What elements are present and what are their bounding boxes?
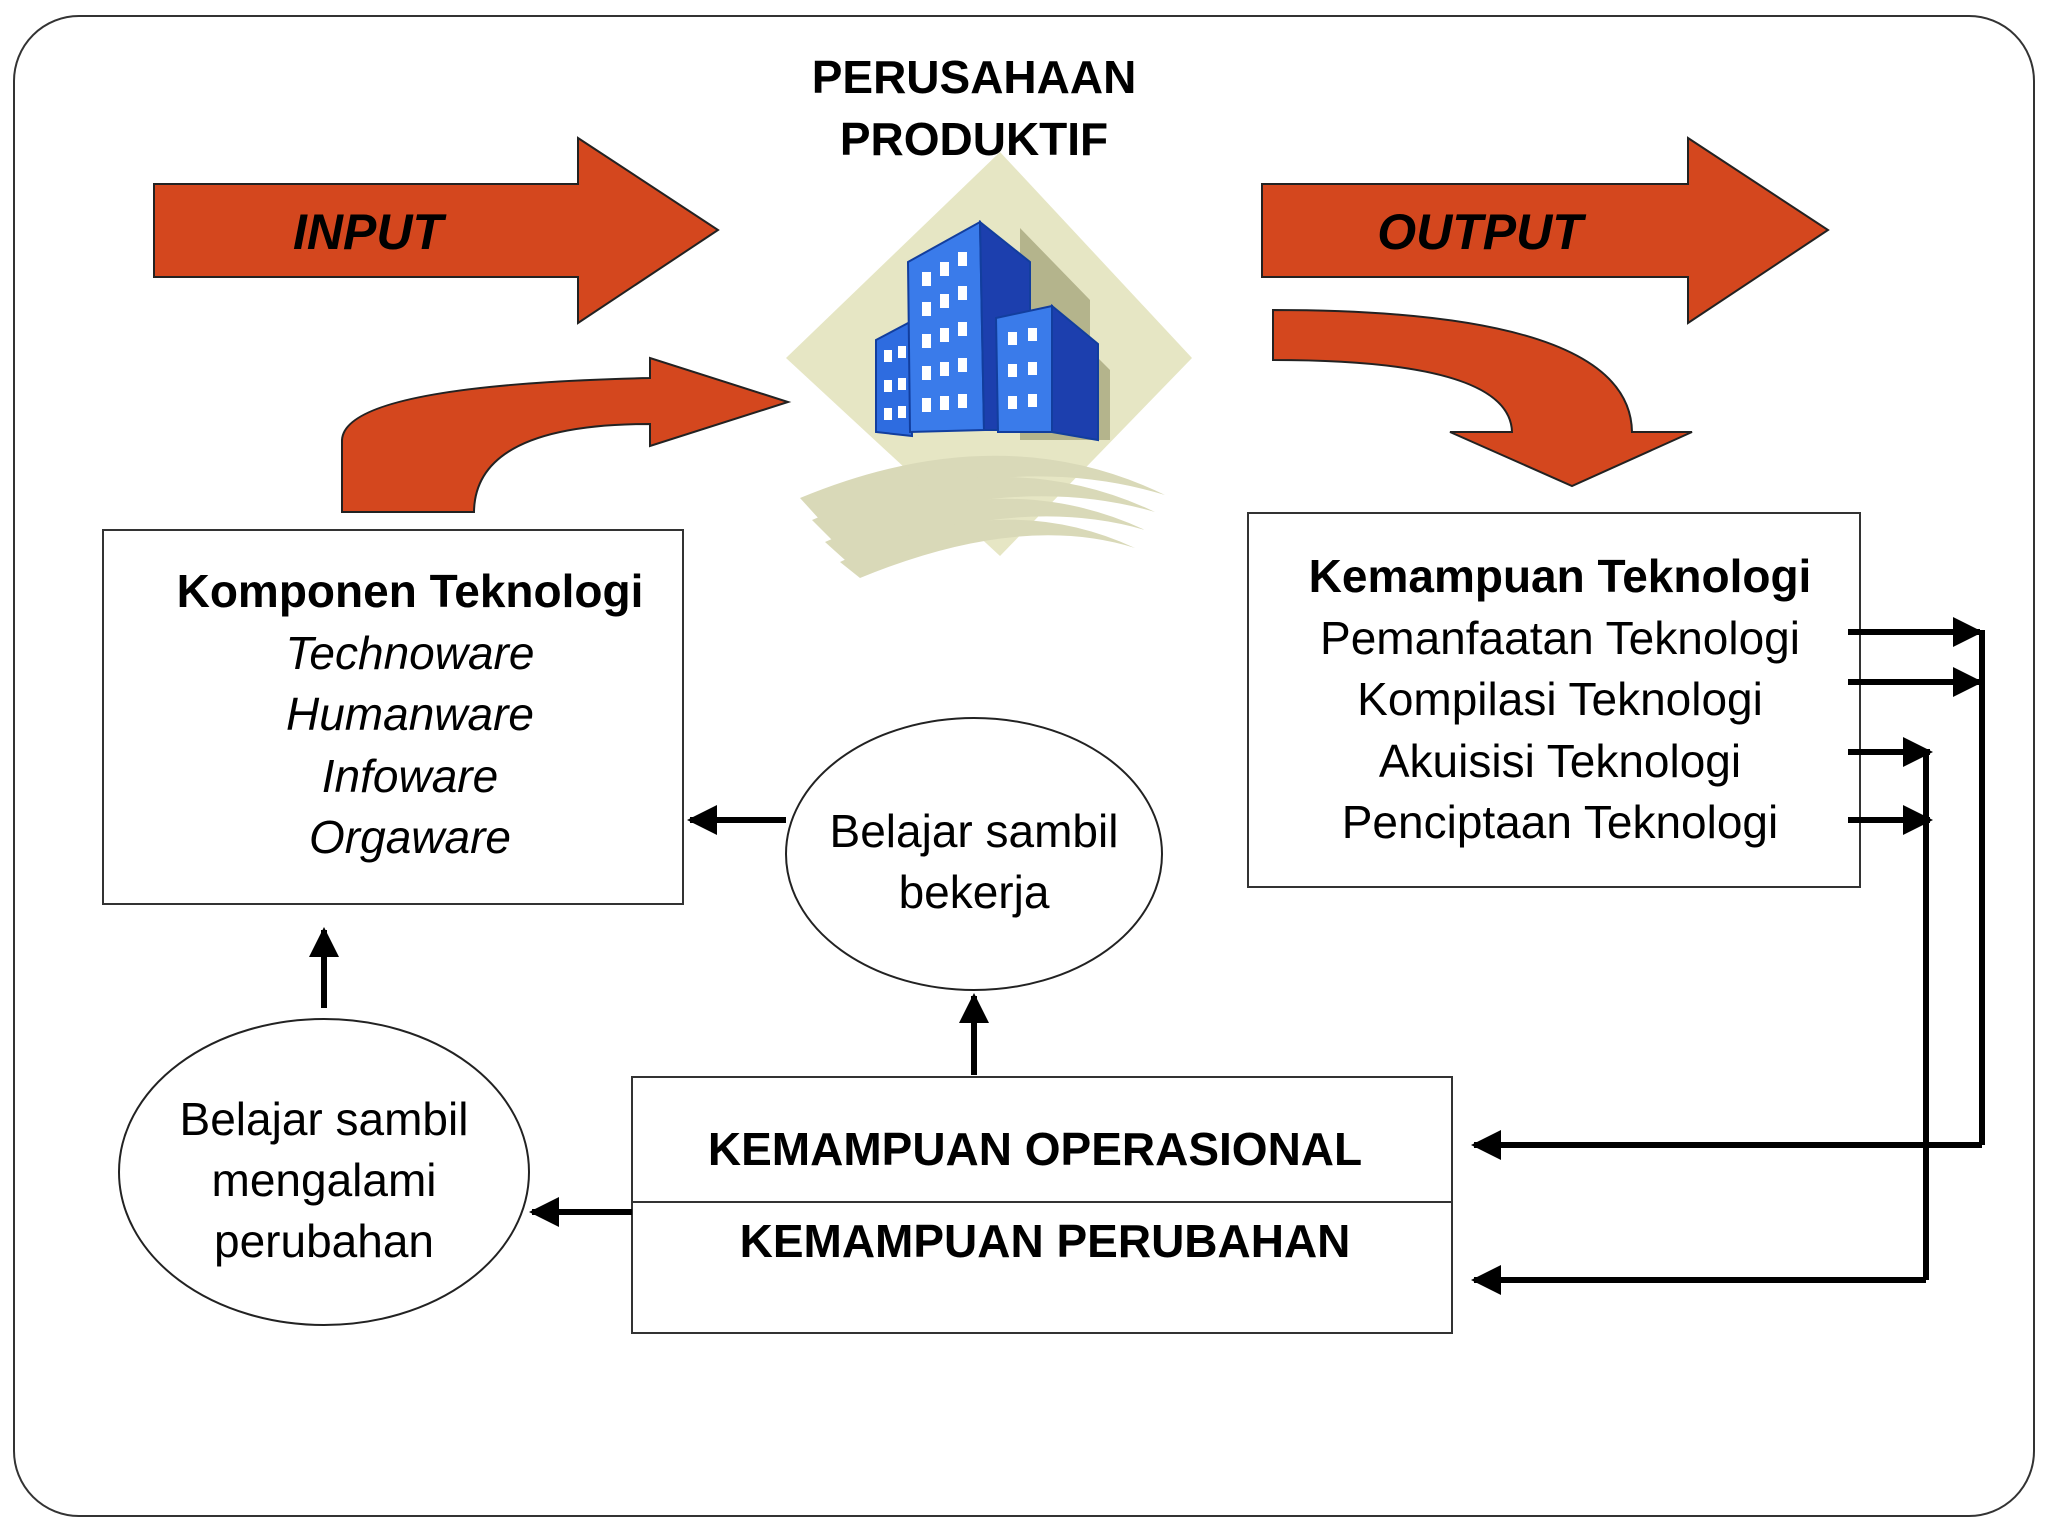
ellipse-perubahan-line2: mengalami	[211, 1154, 437, 1206]
komponen-item-infoware: Infoware	[321, 750, 499, 802]
ellipse-bekerja-line1: Belajar sambil	[829, 805, 1119, 857]
ellipse-perubahan-line3: perubahan	[214, 1215, 434, 1267]
kt-item-akuisisi: Akuisisi Teknologi	[1378, 735, 1742, 787]
komponen-item-humanware: Humanware	[286, 688, 534, 740]
kemampuan-teknologi-box	[1247, 512, 1861, 888]
curved-arrow-up-right	[341, 356, 792, 513]
output-arrow-shape	[1261, 136, 1830, 325]
komponen-title: Komponen Teknologi	[176, 565, 644, 617]
kt-item-kompilasi: Kompilasi Teknologi	[1357, 673, 1763, 725]
komponen-box	[102, 529, 684, 905]
kemampuan-operasional-label: KEMAMPUAN OPERASIONAL	[707, 1123, 1363, 1175]
kemampuan-perubahan-label: KEMAMPUAN PERUBAHAN	[739, 1215, 1351, 1267]
komponen-item-orgaware: Orgaware	[309, 811, 511, 863]
input-label: INPUT	[293, 204, 443, 260]
komponen-item-technoware: Technoware	[285, 627, 535, 679]
building-icon	[786, 152, 1192, 578]
kt-item-penciptaan: Penciptaan Teknologi	[1341, 796, 1779, 848]
operasional-box	[631, 1076, 1453, 1334]
company-title-line1: PERUSAHAAN	[811, 51, 1137, 103]
company-title-line2: PRODUKTIF	[839, 113, 1109, 165]
output-label: OUTPUT	[1377, 204, 1583, 260]
input-arrow-shape	[153, 136, 720, 325]
ellipse-perubahan-line1: Belajar sambil	[179, 1093, 469, 1145]
curved-arrow-down	[1272, 308, 1693, 488]
kemampuan-teknologi-title: Kemampuan Teknologi	[1308, 550, 1812, 602]
ellipse-bekerja-line2: bekerja	[898, 866, 1050, 918]
ellipse-belajar-bekerja	[785, 717, 1163, 991]
ellipse-belajar-perubahan	[118, 1018, 530, 1326]
kt-item-pemanfaatan: Pemanfaatan Teknologi	[1320, 612, 1800, 664]
